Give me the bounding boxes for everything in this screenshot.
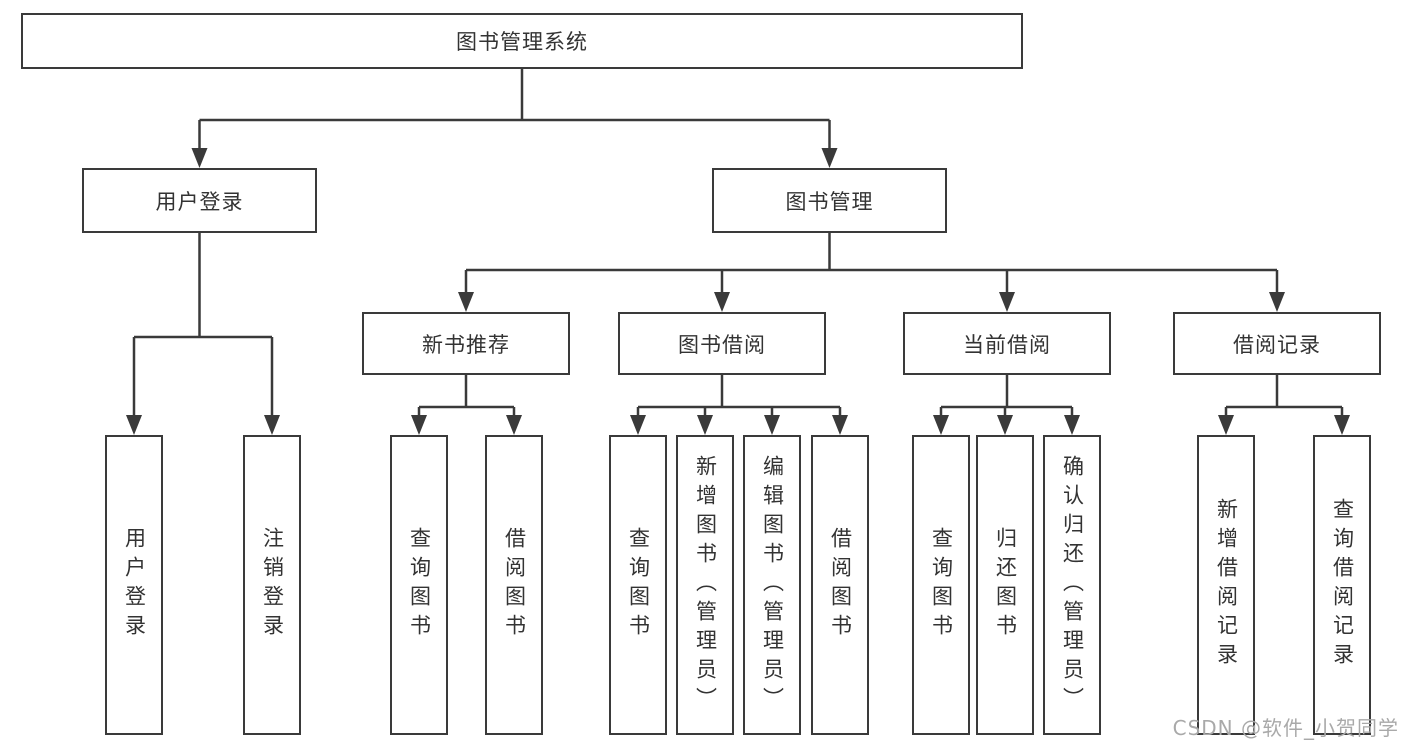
node-borrow-records-label: 借阅记录 [1233,332,1321,357]
leaf-confirm-return-admin-label: 确认归还（管理员） [1060,454,1085,716]
node-book-borrow: 图书借阅 [618,312,826,375]
leaf-return-books-label: 归还图书 [993,527,1018,643]
leaf-query-books-borrow: 查询图书 [609,435,667,735]
node-book-borrow-label: 图书借阅 [678,332,766,357]
leaf-query-borrow-record-label: 查询借阅记录 [1330,498,1355,672]
leaf-query-books-current-label: 查询图书 [929,527,954,643]
node-user-login: 用户登录 [82,168,317,233]
leaf-user-login: 用户登录 [105,435,163,735]
node-user-login-label: 用户登录 [155,189,244,214]
node-new-book-recommend: 新书推荐 [362,312,570,375]
leaf-logout-label: 注销登录 [260,527,285,643]
node-book-management-label: 图书管理 [785,189,874,214]
node-current-borrow: 当前借阅 [903,312,1111,375]
leaf-confirm-return-admin: 确认归还（管理员） [1043,435,1101,735]
node-root-label: 图书管理系统 [456,30,588,54]
leaf-edit-book-admin: 编辑图书（管理员） [743,435,801,735]
leaf-add-borrow-record: 新增借阅记录 [1197,435,1255,735]
leaf-query-borrow-record: 查询借阅记录 [1313,435,1371,735]
leaf-query-books-recommend-label: 查询图书 [407,527,432,643]
leaf-user-login-label: 用户登录 [122,527,147,643]
node-new-book-recommend-label: 新书推荐 [422,332,510,357]
leaf-borrow-books-label: 借阅图书 [828,527,853,643]
leaf-edit-book-admin-label: 编辑图书（管理员） [760,454,785,716]
leaf-return-books: 归还图书 [976,435,1034,735]
leaf-add-book-admin: 新增图书（管理员） [676,435,734,735]
node-borrow-records: 借阅记录 [1173,312,1381,375]
node-root: 图书管理系统 [21,13,1023,69]
leaf-borrow-books-recommend: 借阅图书 [485,435,543,735]
leaf-borrow-books-recommend-label: 借阅图书 [502,527,527,643]
leaf-query-books-current: 查询图书 [912,435,970,735]
leaf-query-books-recommend: 查询图书 [390,435,448,735]
leaf-add-book-admin-label: 新增图书（管理员） [693,454,718,716]
leaf-query-books-borrow-label: 查询图书 [626,527,651,643]
leaf-add-borrow-record-label: 新增借阅记录 [1214,498,1239,672]
leaf-logout: 注销登录 [243,435,301,735]
node-current-borrow-label: 当前借阅 [963,332,1051,357]
node-book-management: 图书管理 [712,168,947,233]
leaf-borrow-books: 借阅图书 [811,435,869,735]
watermark: CSDN @软件_小贺同学 [1172,716,1399,740]
